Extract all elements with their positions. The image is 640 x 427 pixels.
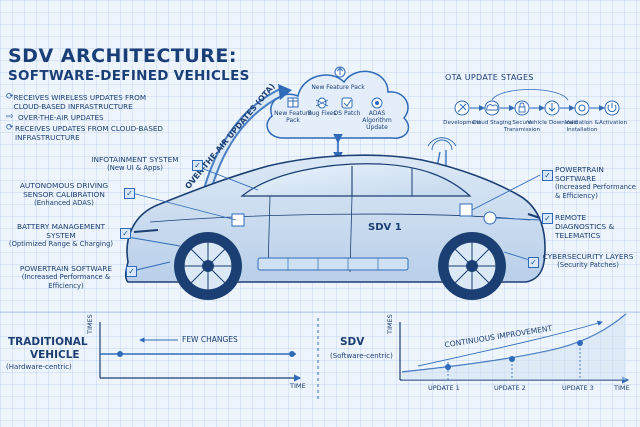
ota-stage-label: Cloud Staging bbox=[472, 120, 512, 126]
update-label: UPDATE 3 bbox=[562, 384, 594, 392]
legend-item: ⟳ RECEIVES WIRELESS UPDATES FROM CLOUD-B… bbox=[6, 92, 176, 112]
chart-point bbox=[117, 351, 123, 357]
update-label: UPDATE 2 bbox=[494, 384, 526, 392]
car-label: SDV 1 bbox=[368, 222, 402, 233]
callout-diagnostics: REMOTE DIAGNOSTICS & TELEMATICS bbox=[555, 213, 637, 240]
car-illustration bbox=[124, 137, 546, 300]
cloud-icons bbox=[287, 97, 383, 109]
callout-powertrain-left: POWERTRAIN SOFTWARE (Increased Performan… bbox=[6, 264, 126, 291]
page-subtitle: SOFTWARE-DEFINED VEHICLES bbox=[8, 68, 250, 84]
callout-title: BATTERY MANAGEMENT SYSTEM bbox=[16, 222, 106, 240]
traditional-y-label: TIMES bbox=[86, 314, 94, 334]
callout-subtitle: (New UI & Apps) bbox=[107, 164, 163, 172]
ota-stages-title: OTA UPDATE STAGES bbox=[445, 73, 534, 82]
check-icon: ✓ bbox=[542, 170, 553, 181]
chart-point bbox=[577, 340, 583, 346]
callout-title: POWERTRAIN SOFTWARE bbox=[555, 165, 604, 183]
callout-title: POWERTRAIN SOFTWARE bbox=[19, 264, 113, 273]
traditional-x-label: TIME bbox=[290, 382, 306, 390]
check-icon: ✓ bbox=[120, 228, 131, 239]
legend-item: ⟳ RECEIVES UPDATES FROM CLOUD-BASED INFR… bbox=[6, 123, 176, 143]
legend: ⟳ RECEIVES WIRELESS UPDATES FROM CLOUD-B… bbox=[6, 93, 176, 144]
cloud-header: New Feature Pack bbox=[311, 84, 365, 91]
check-icon: ✓ bbox=[192, 160, 203, 171]
callout-cybersecurity: CYBERSECURITY LAYERS (Security Patches) bbox=[540, 252, 636, 270]
ota-stage-label: Activation bbox=[598, 120, 627, 126]
circle-arrows-icon: ⟳ bbox=[6, 123, 14, 133]
cloud-item-label: New Feature Pack bbox=[274, 110, 312, 124]
callout-title: AUTONOMOUS DRIVING SENSOR CALIBRATION bbox=[19, 181, 109, 199]
ota-stage-flow bbox=[454, 89, 620, 116]
cloud-item-label: ADAS Algorithm Update bbox=[362, 110, 392, 131]
circle-arrows-icon: ⟳ bbox=[6, 92, 14, 102]
callout-subtitle: (Security Patches) bbox=[557, 261, 619, 269]
traditional-subtitle: (Hardware-centric) bbox=[6, 363, 72, 371]
chart-point bbox=[445, 364, 451, 370]
sdv-title: SDV bbox=[340, 336, 365, 348]
ota-stage-label: Validation & Installation bbox=[565, 120, 599, 133]
callout-subtitle: (Optimized Range & Charging) bbox=[8, 240, 114, 248]
callout-infotainment: INFOTAINMENT SYSTEM (New UI & Apps) bbox=[70, 155, 200, 173]
legend-text: RECEIVES WIRELESS UPDATES FROM CLOUD-BAS… bbox=[13, 93, 147, 111]
legend-item: ⇨ OVER-THE-AIR UPDATES bbox=[6, 112, 176, 123]
callout-title: CYBERSECURITY LAYERS bbox=[542, 252, 634, 261]
check-icon: ✓ bbox=[126, 266, 137, 277]
cloud-item-label: Bug Fixes bbox=[307, 110, 337, 117]
callout-title: REMOTE DIAGNOSTICS & TELEMATICS bbox=[555, 213, 615, 240]
sdv-x-label: TIME bbox=[614, 384, 630, 392]
legend-text: OVER-THE-AIR UPDATES bbox=[18, 113, 104, 122]
sdv-subtitle: (Software-centric) bbox=[330, 352, 393, 360]
chart-point bbox=[289, 351, 295, 357]
callout-powertrain-right: POWERTRAIN SOFTWARE (Increased Performan… bbox=[555, 165, 637, 201]
check-icon: ✓ bbox=[124, 188, 135, 199]
arrow-icon: ⇨ bbox=[6, 112, 14, 122]
callout-subtitle: (Enhanced ADAS) bbox=[34, 199, 94, 207]
sdv-y-label: TIMES bbox=[386, 314, 394, 334]
page-title: SDV ARCHITECTURE: bbox=[8, 45, 238, 67]
sdv-chart bbox=[399, 313, 630, 384]
update-label: UPDATE 1 bbox=[428, 384, 460, 392]
ota-stage-label: Secure Transmission bbox=[503, 120, 541, 133]
callout-adas: AUTONOMOUS DRIVING SENSOR CALIBRATION (E… bbox=[4, 181, 124, 208]
callout-title: INFOTAINMENT SYSTEM bbox=[91, 155, 179, 164]
few-changes-label: FEW CHANGES bbox=[182, 335, 238, 344]
callout-battery: BATTERY MANAGEMENT SYSTEM (Optimized Ran… bbox=[2, 222, 120, 249]
chart-point bbox=[509, 356, 515, 362]
callout-subtitle: (Increased Performance & Efficiency) bbox=[555, 183, 636, 200]
legend-text: RECEIVES UPDATES FROM CLOUD-BASED INFRAS… bbox=[14, 124, 163, 142]
ota-stage-label: Development bbox=[443, 120, 481, 126]
traditional-title-2: VEHICLE bbox=[30, 349, 80, 361]
traditional-title: TRADITIONAL bbox=[8, 336, 88, 348]
cloud-shape bbox=[266, 66, 410, 139]
callout-subtitle: (Increased Performance & Efficiency) bbox=[21, 273, 111, 290]
cloud-item-label: OS Patch bbox=[333, 110, 361, 117]
check-icon: ✓ bbox=[528, 257, 539, 268]
ota-stage-label: Vehicle Download bbox=[527, 120, 577, 126]
check-icon: ✓ bbox=[542, 213, 553, 224]
traditional-chart bbox=[99, 322, 302, 382]
